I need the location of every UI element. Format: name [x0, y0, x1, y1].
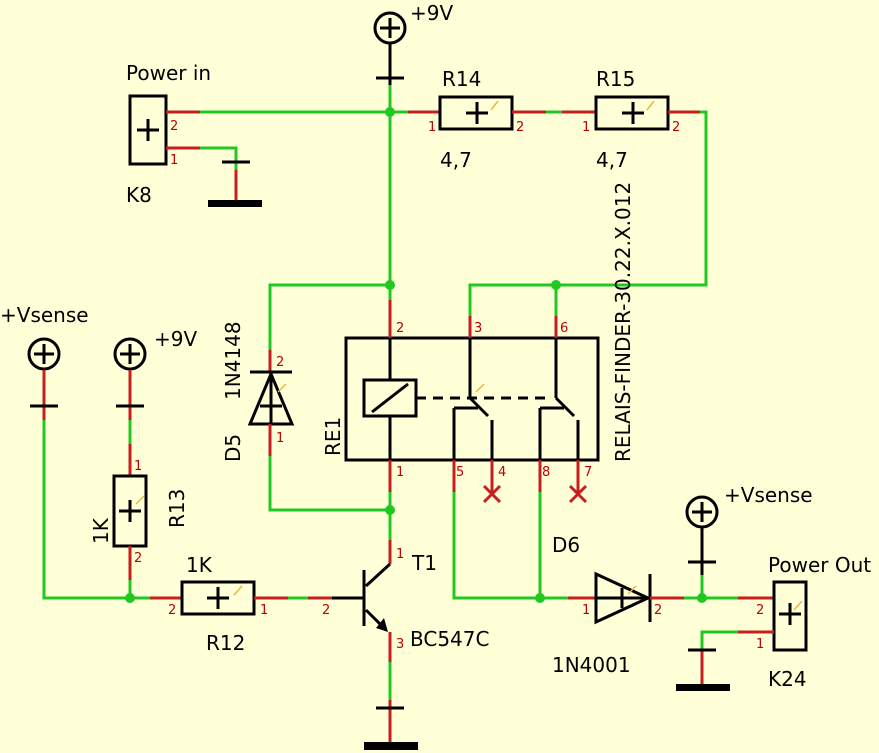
- k24-pin-2: 2: [756, 603, 764, 618]
- relay-re1: [344, 300, 600, 504]
- relay-part-label: RELAIS-FINDER-30.22.X.012: [611, 182, 635, 462]
- r13-pin-1: 1: [134, 459, 142, 474]
- vcc-r13-label: +9V: [154, 327, 197, 351]
- t1-value: BC547C: [410, 627, 489, 651]
- relay-pin-5: 5: [456, 465, 464, 480]
- relay-pin-2: 2: [396, 321, 404, 336]
- r13-value: 1K: [89, 517, 113, 544]
- resistor-r15: [594, 95, 700, 131]
- k24-label: K24: [768, 667, 807, 691]
- k8-pin-1: 1: [170, 153, 178, 168]
- r13-pin-2: 2: [134, 551, 142, 566]
- resistor-r12: [180, 580, 256, 616]
- d6-pin-1: 1: [582, 603, 590, 618]
- vsense-right-label: +Vsense: [724, 483, 813, 507]
- connector-k24: [738, 580, 808, 652]
- d6-pin-2: 2: [654, 603, 662, 618]
- relay-pin-1: 1: [396, 465, 404, 480]
- r15-value: 4,7: [596, 148, 628, 172]
- connector-k8: [128, 94, 200, 166]
- ground-k24: [676, 630, 738, 691]
- relay-label: RE1: [321, 417, 345, 456]
- power-in-label: Power in: [126, 61, 211, 85]
- vcc-top-label: +9V: [410, 1, 453, 25]
- r13-label: R13: [165, 489, 189, 528]
- r14-pin-1: 1: [428, 120, 436, 135]
- transistor-t1: [332, 540, 392, 662]
- ground-k8: [200, 146, 262, 207]
- power-out-label: Power Out: [768, 553, 871, 577]
- vcc-r13-symbol: [113, 337, 147, 420]
- wire-r15-to-relay: [468, 110, 708, 316]
- r14-pin-2: 2: [516, 120, 524, 135]
- t1-pin-collector: 1: [396, 547, 404, 562]
- r15-label: R15: [596, 67, 635, 91]
- d5-value: 1N4148: [221, 321, 245, 400]
- wire-vsense-left: [42, 420, 150, 600]
- r14-value: 4,7: [440, 148, 472, 172]
- vcc-top-symbol: [373, 11, 407, 85]
- resistor-r13: [112, 474, 148, 580]
- r14-label: R14: [442, 67, 481, 91]
- k8-label: K8: [126, 183, 152, 207]
- diode-d6: [594, 571, 652, 625]
- d5-label: D5: [221, 434, 245, 462]
- vsense-left-label: +Vsense: [0, 303, 89, 327]
- d5-pin-2: 2: [276, 355, 284, 370]
- d6-value: 1N4001: [552, 653, 631, 677]
- r15-pin-1: 1: [582, 120, 590, 135]
- r15-pin-2: 2: [672, 120, 680, 135]
- relay-pin-7: 7: [584, 465, 592, 480]
- t1-label: T1: [411, 551, 437, 575]
- d6-label: D6: [552, 533, 580, 557]
- r12-value: 1K: [186, 553, 213, 577]
- relay-pin-6: 6: [560, 321, 568, 336]
- ground-t1: [364, 662, 418, 750]
- r12-pin-1: 1: [260, 603, 268, 618]
- r12-pin-2: 2: [168, 603, 176, 618]
- t1-pin-emitter: 3: [396, 637, 404, 652]
- r12-label: R12: [206, 631, 245, 655]
- k24-pin-1: 1: [756, 637, 764, 652]
- resistor-r14: [438, 95, 546, 131]
- vsense-left-symbol: [27, 337, 61, 420]
- k8-pin-2: 2: [170, 119, 178, 134]
- t1-pin-base: 2: [322, 603, 330, 618]
- relay-pin-3: 3: [474, 321, 482, 336]
- relay-pin-4: 4: [498, 465, 506, 480]
- wire-relay-to-d6: [452, 492, 568, 600]
- relay-pin-8: 8: [542, 465, 550, 480]
- d5-pin-1: 1: [276, 431, 284, 446]
- diode-d5: [247, 350, 295, 456]
- vsense-right-symbol: [685, 495, 719, 575]
